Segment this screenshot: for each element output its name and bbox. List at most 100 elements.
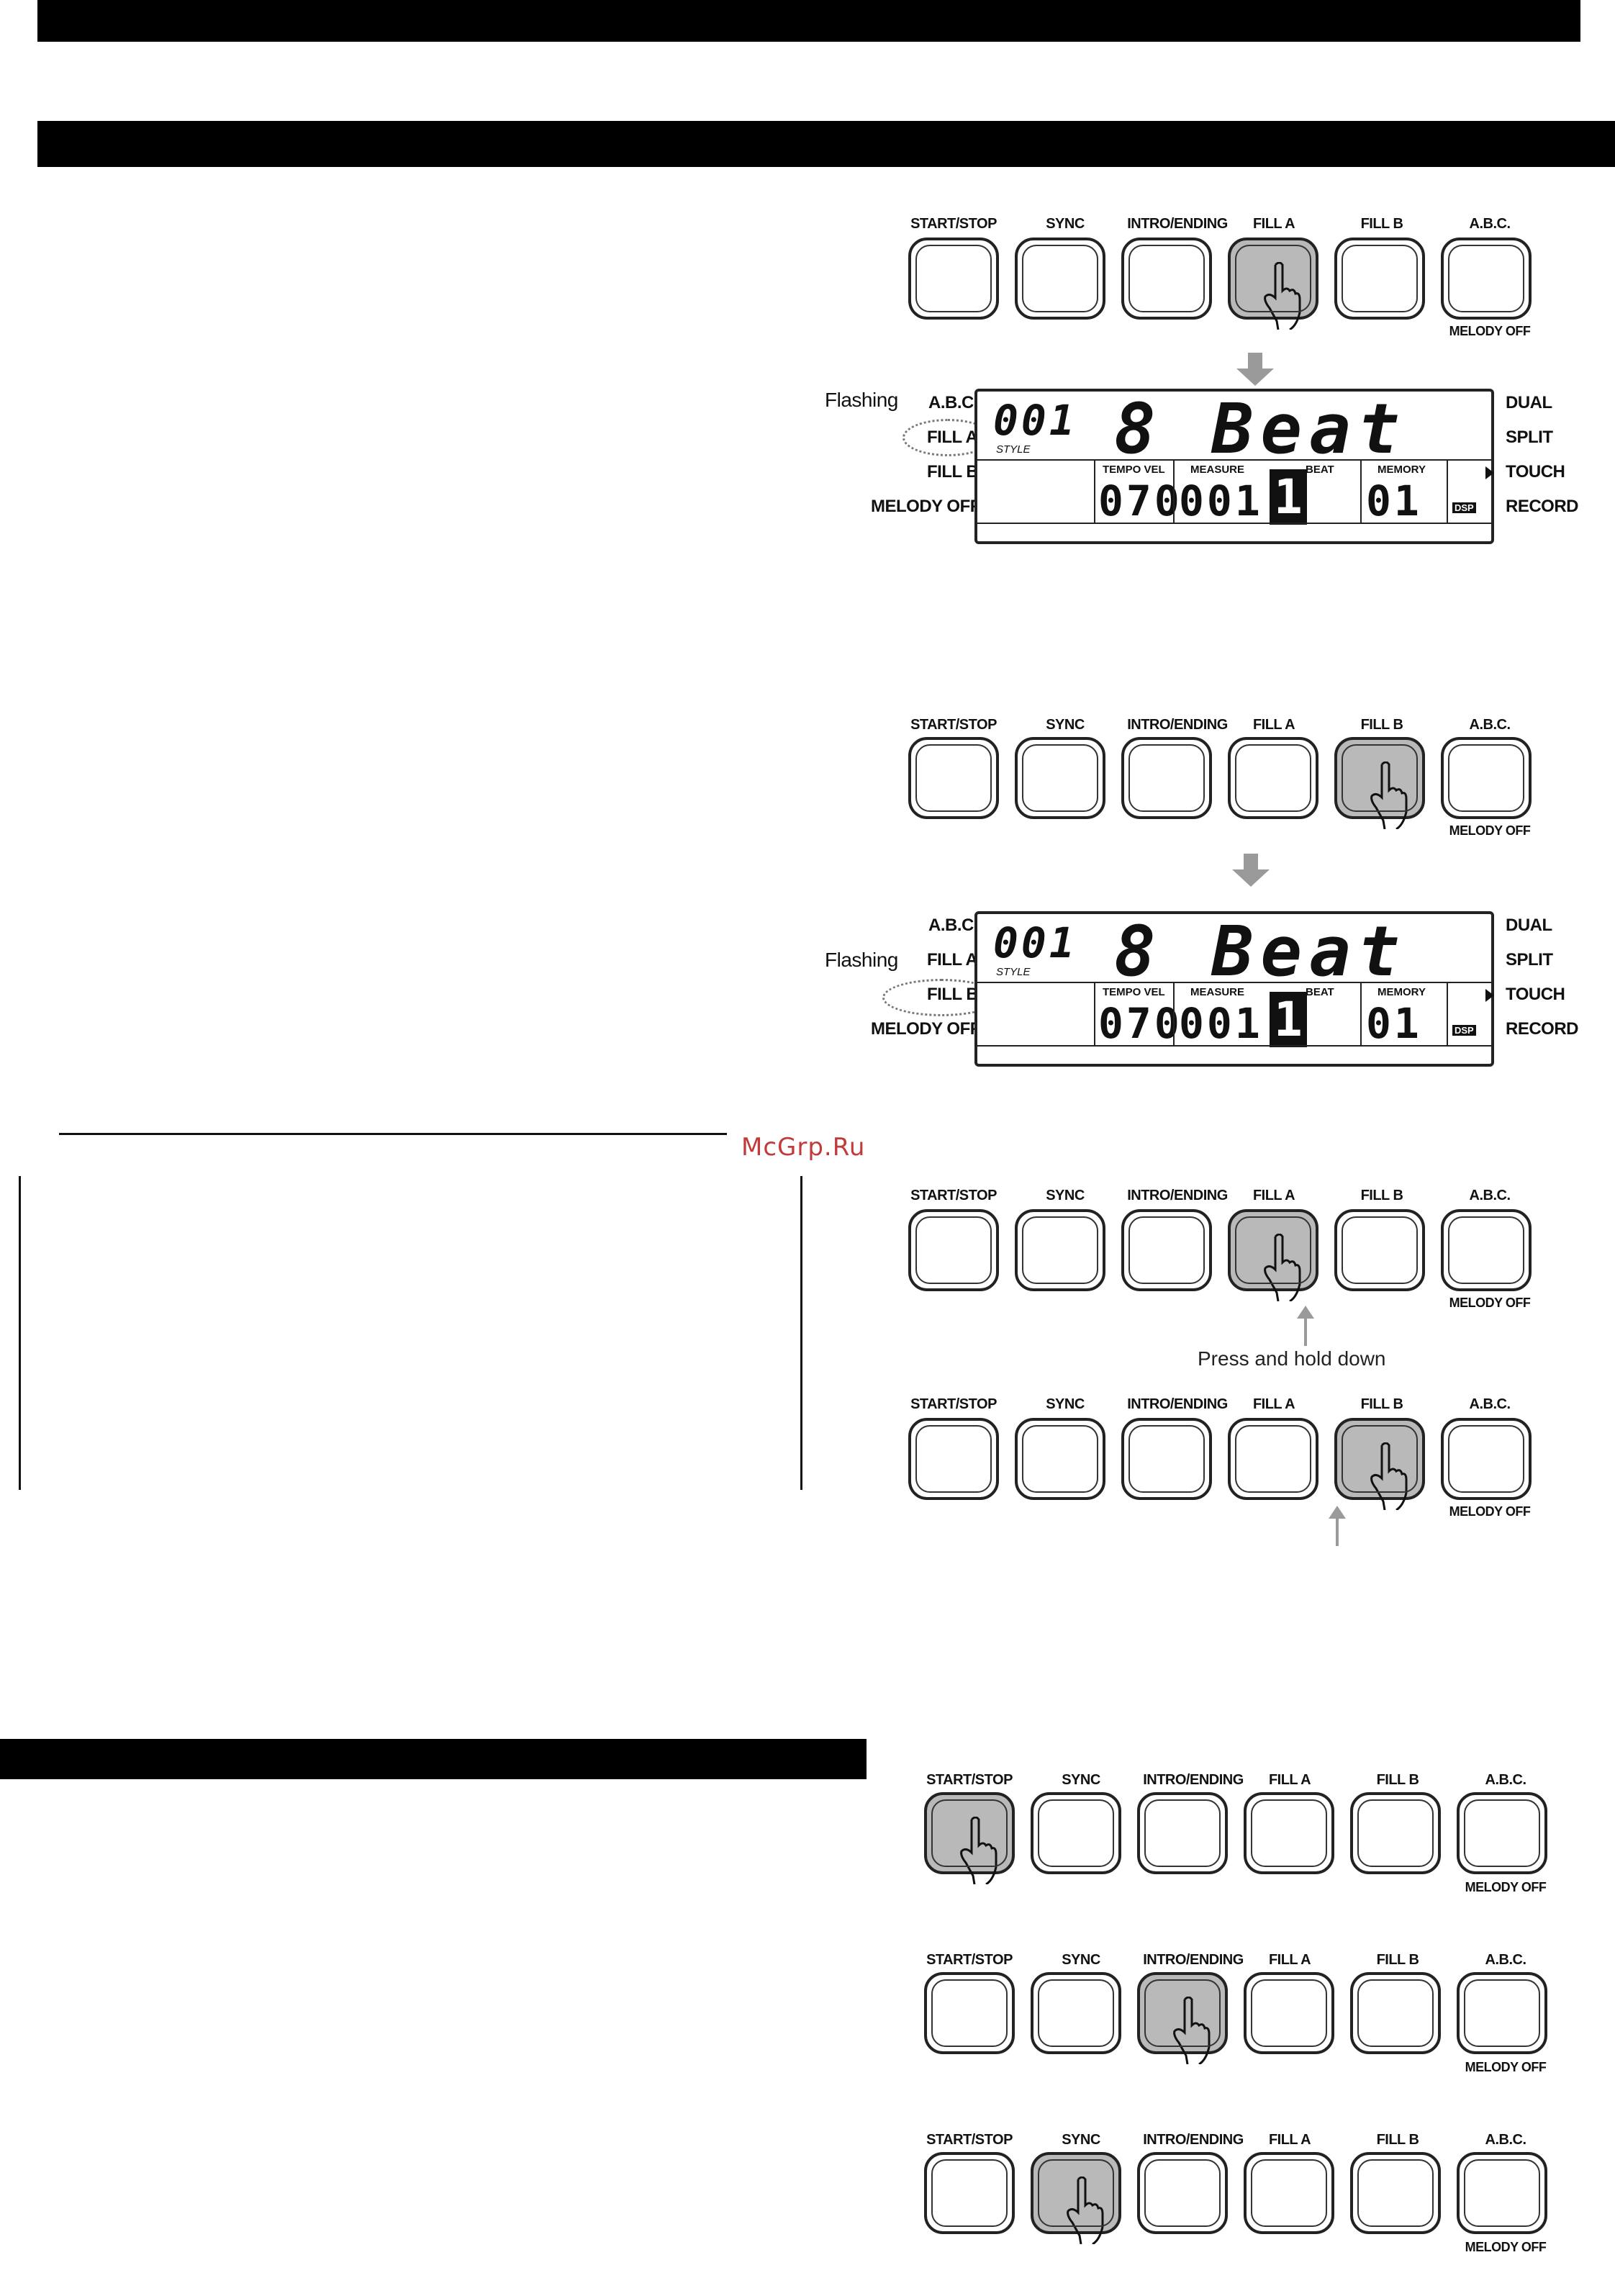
dsp-box (1447, 461, 1448, 523)
label-start-stop: START/STOP (910, 1396, 997, 1412)
fill-a-button[interactable] (1228, 238, 1318, 330)
sync-button[interactable] (1031, 1972, 1121, 2054)
fill-b-button[interactable] (1350, 1972, 1441, 2054)
label-melody-off: MELODY OFF (1449, 1504, 1531, 1519)
intro-ending-button[interactable] (1137, 2152, 1228, 2234)
start-stop-button[interactable] (908, 737, 999, 819)
lcd-display-1: 001 8 Beat STYLE TEMPO VEL 070 MEASURE 0… (974, 389, 1494, 544)
abc-button[interactable] (1441, 1418, 1532, 1500)
start-stop-button[interactable] (924, 1972, 1015, 2054)
fill-a-button[interactable] (1228, 1418, 1318, 1500)
intro-ending-button[interactable] (1121, 1418, 1212, 1500)
fill-a-button[interactable] (1244, 1792, 1334, 1874)
fill-b-button[interactable] (1334, 1209, 1425, 1291)
intro-ending-button[interactable] (1137, 1972, 1228, 2064)
style-number: 001 (993, 396, 1077, 445)
flashing-label: Flashing (825, 949, 898, 971)
abc-button[interactable] (1457, 1972, 1547, 2054)
abc-button[interactable] (1457, 1792, 1547, 1874)
arrow-down-icon (1236, 353, 1274, 386)
box-right-border (800, 1176, 802, 1490)
start-stop-button[interactable] (908, 1209, 999, 1291)
style-name: 8 Beat (1114, 389, 1407, 469)
intro-ending-button[interactable] (1121, 737, 1212, 819)
intro-ending-button[interactable] (1121, 238, 1212, 320)
finger-icon (1173, 1997, 1211, 2064)
label-fill-b: FILL B (1376, 1952, 1419, 1968)
label-sync: SYNC (1046, 216, 1085, 232)
label-fill-a: FILL A (1268, 1772, 1311, 1788)
start-stop-button[interactable] (924, 1792, 1015, 1884)
lcd-display-2: 001 8 Beat STYLE TEMPO VEL 070 MEASURE 0… (974, 911, 1494, 1067)
style-tag: STYLE (996, 443, 1031, 456)
finger-icon (960, 1817, 998, 1884)
abc-button[interactable] (1441, 238, 1532, 320)
intro-ending-button[interactable] (1137, 1792, 1228, 1874)
fill-b-button[interactable] (1334, 1418, 1425, 1510)
finger-icon (1264, 1234, 1301, 1301)
label-abc: A.B.C. (1469, 216, 1511, 232)
sync-button[interactable] (1015, 1418, 1105, 1500)
label-melody-off: MELODY OFF (1465, 1880, 1547, 1894)
watermark: McGrp.Ru (741, 1133, 866, 1162)
beat-label: BEAT (1306, 464, 1334, 476)
fill-a-button[interactable] (1228, 1209, 1318, 1301)
style-name: 8 Beat (1114, 911, 1407, 992)
beat-value: 1 (1270, 469, 1307, 525)
tempo-value: 070 (1098, 476, 1182, 525)
label-abc: A.B.C. (1469, 1396, 1511, 1412)
start-stop-button[interactable] (924, 2152, 1015, 2234)
measure-box (1173, 983, 1175, 1045)
sync-button[interactable] (1015, 1209, 1105, 1291)
lcd-bottom-line (977, 523, 1491, 524)
dsp-label: DSP (1452, 502, 1476, 513)
sync-button[interactable] (1031, 1792, 1121, 1874)
intro-ending-button[interactable] (1121, 1209, 1212, 1291)
lcd-divider (977, 459, 1491, 461)
memory-value: 01 (1366, 999, 1422, 1048)
label-fill-a: FILL A (1252, 717, 1295, 733)
fill-a-button[interactable] (1244, 2152, 1334, 2234)
start-stop-button[interactable] (908, 238, 999, 320)
label-abc: A.B.C. (1485, 2132, 1527, 2148)
label-intro-ending: INTRO/ENDING (1143, 1952, 1244, 1968)
sync-button[interactable] (1015, 737, 1105, 819)
style-tag: STYLE (996, 966, 1031, 978)
sync-button[interactable] (1015, 238, 1105, 320)
label-intro-ending: INTRO/ENDING (1127, 1396, 1228, 1412)
label-sync: SYNC (1062, 1952, 1100, 1968)
sync-button[interactable] (1031, 2152, 1121, 2244)
press-hold-label: Press and hold down (1198, 1347, 1386, 1370)
fill-b-button[interactable] (1350, 2152, 1441, 2234)
fill-b-button[interactable] (1350, 1792, 1441, 1874)
measure-label: MEASURE (1190, 986, 1245, 998)
label-start-stop: START/STOP (910, 216, 997, 232)
label-fill-b: FILL B (1360, 216, 1403, 232)
label-melody-off: MELODY OFF (1449, 324, 1531, 338)
lcd-left-abc: A.B.C. (928, 393, 979, 412)
measure-box (1173, 461, 1175, 523)
memory-label: MEMORY (1378, 464, 1426, 476)
label-fill-a: FILL A (1268, 2132, 1311, 2148)
abc-button[interactable] (1441, 737, 1532, 819)
beat-label: BEAT (1306, 986, 1334, 998)
abc-button[interactable] (1457, 2152, 1547, 2234)
label-abc: A.B.C. (1485, 1952, 1527, 1968)
fill-b-button[interactable] (1334, 737, 1425, 829)
fill-a-button[interactable] (1228, 737, 1318, 819)
fill-a-button[interactable] (1244, 1972, 1334, 2054)
start-stop-button[interactable] (908, 1418, 999, 1500)
section-header-bar-lower (0, 1739, 867, 1779)
measure-value: 001 (1179, 999, 1263, 1048)
label-fill-b: FILL B (1376, 2132, 1419, 2148)
fill-b-button[interactable] (1334, 238, 1425, 320)
dsp-box (1447, 983, 1448, 1045)
abc-button[interactable] (1441, 1209, 1532, 1291)
lcd-bottom-line (977, 1045, 1491, 1047)
label-intro-ending: INTRO/ENDING (1143, 1772, 1244, 1788)
label-fill-a: FILL A (1252, 216, 1295, 232)
memory-value: 01 (1366, 476, 1422, 525)
label-intro-ending: INTRO/ENDING (1127, 1188, 1228, 1203)
tempo-box (1094, 461, 1095, 523)
label-abc: A.B.C. (1469, 717, 1511, 733)
